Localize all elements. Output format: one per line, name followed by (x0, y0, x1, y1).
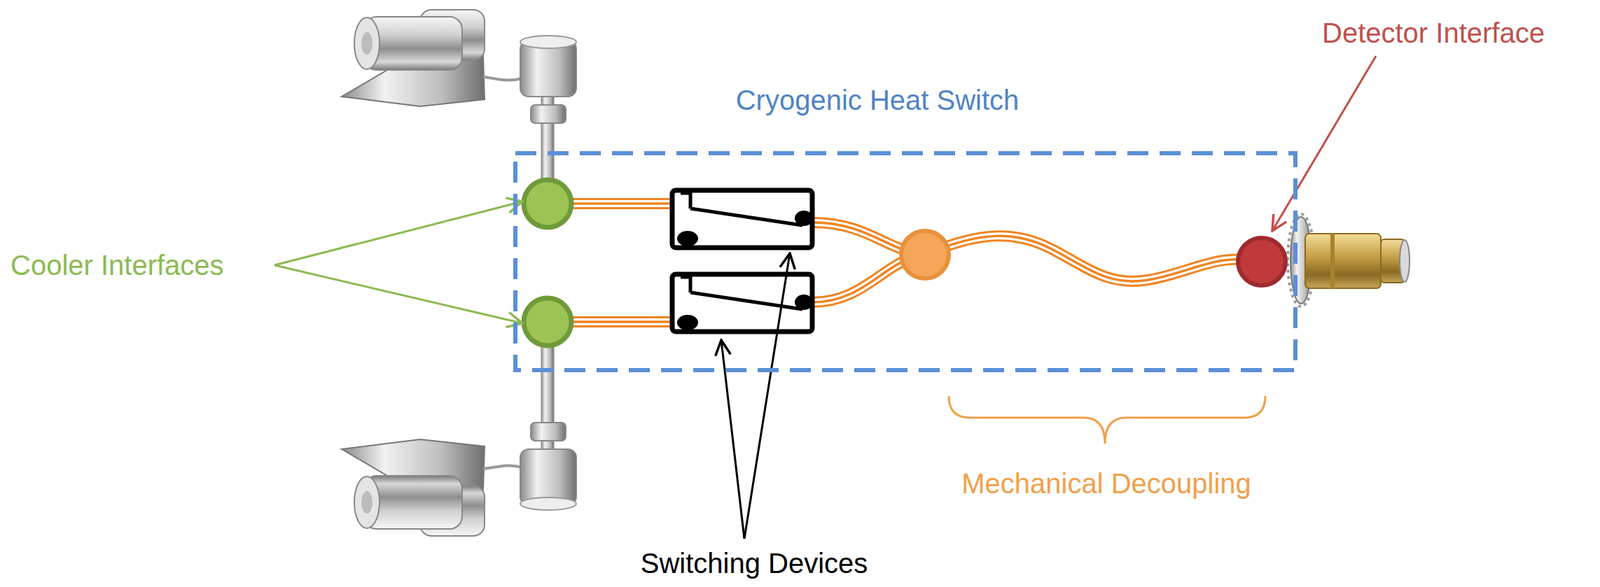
cooler-body (341, 422, 577, 537)
switch-symbol (672, 190, 813, 248)
switch-symbol (672, 274, 813, 332)
callout-label: Cooler Interfaces (10, 249, 225, 282)
callout-label: Detector Interface (1322, 16, 1545, 50)
leader-lines (274, 56, 1376, 540)
junction-dot (901, 231, 949, 279)
callout-label: Mechanical Decoupling (961, 467, 1252, 500)
dashed-border (513, 151, 1298, 373)
leader-line (744, 253, 790, 540)
brace (948, 396, 1266, 444)
leader-line (274, 201, 523, 266)
cryocooler-top (341, 9, 577, 185)
leader-line (1272, 56, 1376, 232)
dashed-group-box: Cryogenic Heat Switch (513, 151, 1298, 373)
cooler-interface-dot (523, 179, 572, 228)
cryocooler-bottom (341, 344, 577, 537)
thermal-straps (547, 203, 1262, 323)
leader-line (274, 265, 523, 324)
group-heading: Cryogenic Heat Switch (735, 84, 1020, 117)
detector-interface-dot (1237, 238, 1286, 286)
cooler-body (341, 9, 577, 124)
callout-label: Switching Devices (640, 547, 869, 580)
dashed-border-line (515, 153, 1296, 371)
detector-image (1287, 214, 1410, 307)
cooler-interface-dot (523, 298, 572, 346)
